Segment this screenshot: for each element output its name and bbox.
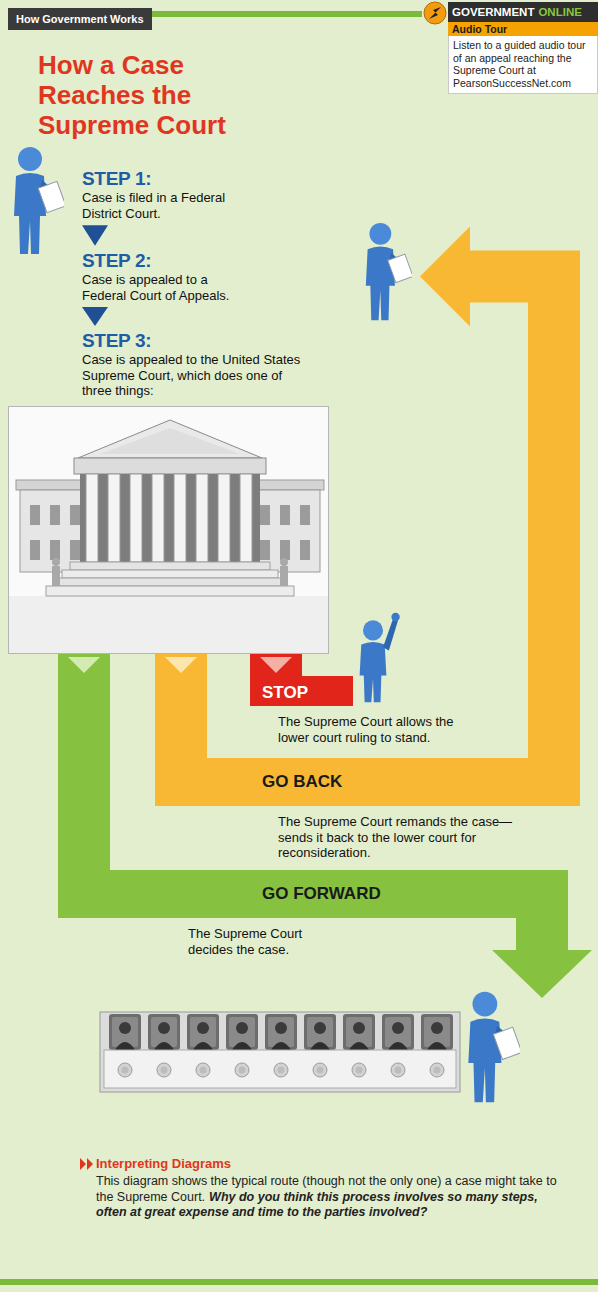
flow-band <box>250 654 302 676</box>
title: How a Case Reaches the Supreme Court <box>38 50 243 140</box>
brand-word: GOVERNMENT <box>452 6 534 18</box>
step-arrow <box>82 307 108 326</box>
court-building <box>9 407 329 654</box>
step-node: STEP 2:Case is appealed to a Federal Cou… <box>82 250 418 303</box>
step-text: Case is appealed to a Federal Court of A… <box>82 272 242 303</box>
outcome-text: The Supreme Court decides the case. <box>188 926 318 957</box>
flow-connector <box>82 225 108 245</box>
band-arrowhead <box>165 657 197 673</box>
step-node: STEP 3:Case is appealed to the United St… <box>8 330 328 654</box>
online-bar: GOVERNMENT ONLINE <box>448 2 598 22</box>
justices-bench <box>100 1012 460 1092</box>
outcome-band: GO BACK <box>155 758 580 806</box>
flow-connector <box>420 227 580 759</box>
online-icon <box>424 2 446 24</box>
step-heading: STEP 2: <box>82 250 418 272</box>
footer-rule <box>0 1279 598 1285</box>
online-text: Listen to a guided audio tour of an appe… <box>448 36 598 94</box>
brand-word-accent: ONLINE <box>538 6 581 18</box>
outcome-text: The Supreme Court remands the case— send… <box>278 814 518 861</box>
step-text: Case is filed in a Federal District Cour… <box>82 190 227 221</box>
outcome-band: GO FORWARD <box>58 870 568 918</box>
stop-band: STOP <box>250 676 353 706</box>
forward-arrow <box>492 918 592 998</box>
band-arrowhead <box>68 657 100 673</box>
flow-connector <box>155 654 207 758</box>
caption-heading: Interpreting Diagrams <box>96 1156 231 1172</box>
flow-connector <box>82 307 108 326</box>
step-node: STEP 1:Case is filed in a Federal Distri… <box>82 168 252 221</box>
flow-band <box>155 654 207 758</box>
band-arrowhead <box>260 657 292 673</box>
interpret-icon <box>80 1158 93 1170</box>
audio-tour-bar: Audio Tour <box>448 22 598 36</box>
outcome-text: The Supreme Court allows the lower court… <box>278 714 478 745</box>
outcome-node: GO FORWARD The Supreme Court decides the … <box>58 870 568 957</box>
info-panel: GOVERNMENT ONLINE Audio TourListen to a gu… <box>448 2 598 94</box>
step-arrow <box>82 225 108 245</box>
person-figure <box>468 992 522 1103</box>
person-figure <box>14 147 66 254</box>
flow-connector <box>250 654 302 676</box>
person-figure-stop <box>360 613 400 702</box>
return-arrow <box>420 227 580 759</box>
person-figure <box>366 223 413 320</box>
section-tab: How Government Works <box>8 8 152 30</box>
caption-paragraph: This diagram shows the typical route (th… <box>96 1174 566 1221</box>
flow-connector <box>58 654 110 870</box>
outcome-node: GO BACK The Supreme Court remands the cas… <box>155 758 580 861</box>
step-heading: STEP 3: <box>82 330 328 352</box>
outcome-node: STOP The Supreme Court allows the lower c… <box>250 676 526 745</box>
step-heading: STEP 1: <box>82 168 252 190</box>
step-text: Case is appealed to the United States Su… <box>82 352 312 399</box>
flow-band <box>58 654 110 870</box>
